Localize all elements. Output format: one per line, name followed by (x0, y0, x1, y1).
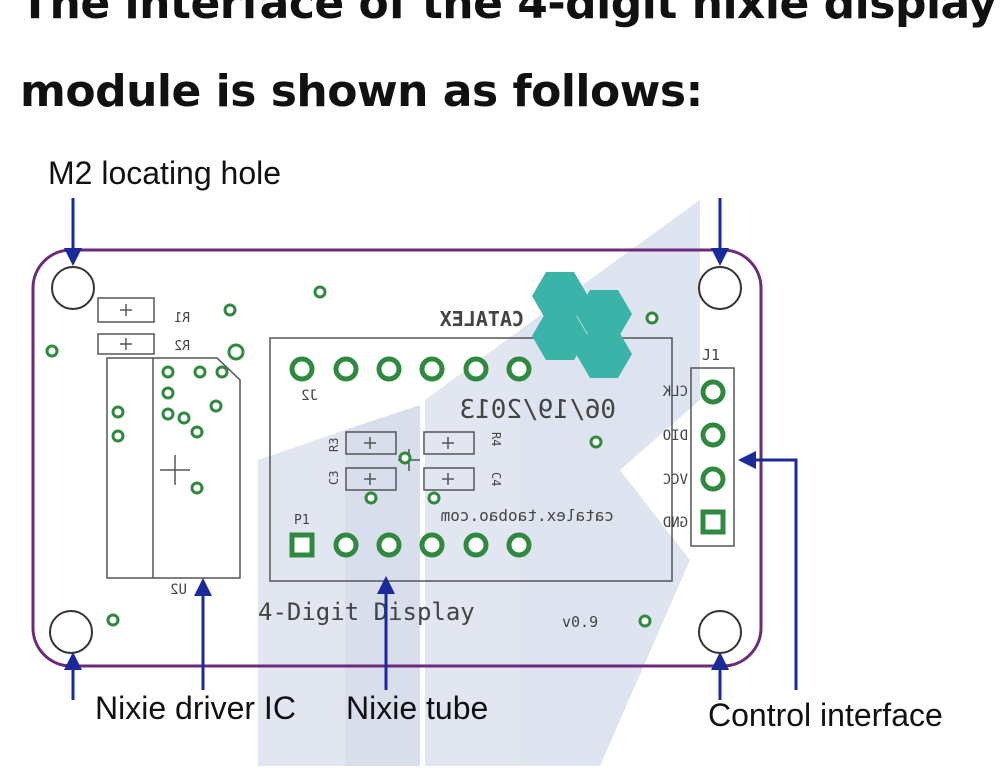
designator-r2: R2 (174, 339, 190, 354)
connector-pins (700, 379, 726, 535)
designator-j2: J2 (301, 388, 318, 404)
callout-control: Control interface (708, 697, 943, 733)
version-label: v0.9 (562, 613, 598, 631)
date-label: 06/19/2013 (459, 395, 616, 425)
mounting-hole-bottom-left (49, 610, 93, 654)
pin-label-dio: DIO (663, 428, 688, 444)
callout-locating-hole: M2 locating hole (48, 155, 282, 191)
pin-label-clk: CLK (662, 384, 688, 400)
designator-p1: P1 (294, 513, 310, 528)
catalex-logo-hexagons (532, 272, 632, 378)
driver-ic-outline (106, 357, 241, 579)
mounting-hole-bottom-right (698, 610, 742, 654)
mounting-hole-top-right (698, 266, 742, 310)
designator-j1: J1 (702, 346, 720, 364)
designator-u2: U2 (170, 582, 187, 598)
designator-r4: R4 (489, 432, 503, 446)
vias (45, 285, 659, 628)
designator-r1: R1 (174, 311, 190, 326)
callout-driver-ic: Nixie driver IC (95, 690, 296, 726)
connector-outline (690, 367, 735, 547)
pin-label-gnd: GND (663, 515, 688, 531)
heading-line-2: module is shown as follows: (20, 66, 703, 117)
display-outline (269, 337, 673, 582)
tube-pads-top (289, 356, 532, 382)
board-title: 4-Digit Display (258, 598, 475, 626)
heading-line-1: The interface of the 4-digit nixie displ… (20, 0, 997, 29)
watermark-logo (258, 200, 700, 766)
logo-text: CATALEX (440, 307, 524, 331)
board-outline (31, 248, 763, 668)
designator-r3: R3 (327, 438, 341, 452)
tube-pads-bottom (289, 532, 532, 558)
callout-arrows (64, 198, 798, 700)
designator-c4: C4 (489, 472, 503, 486)
mounting-hole-top-left (51, 266, 95, 310)
url-label: catalex.taobao.com (441, 506, 614, 525)
callout-tube: Nixie tube (346, 690, 489, 726)
designator-c3: C3 (327, 471, 341, 485)
smd-components (97, 297, 475, 491)
pin-label-vcc: VCC (663, 472, 688, 488)
